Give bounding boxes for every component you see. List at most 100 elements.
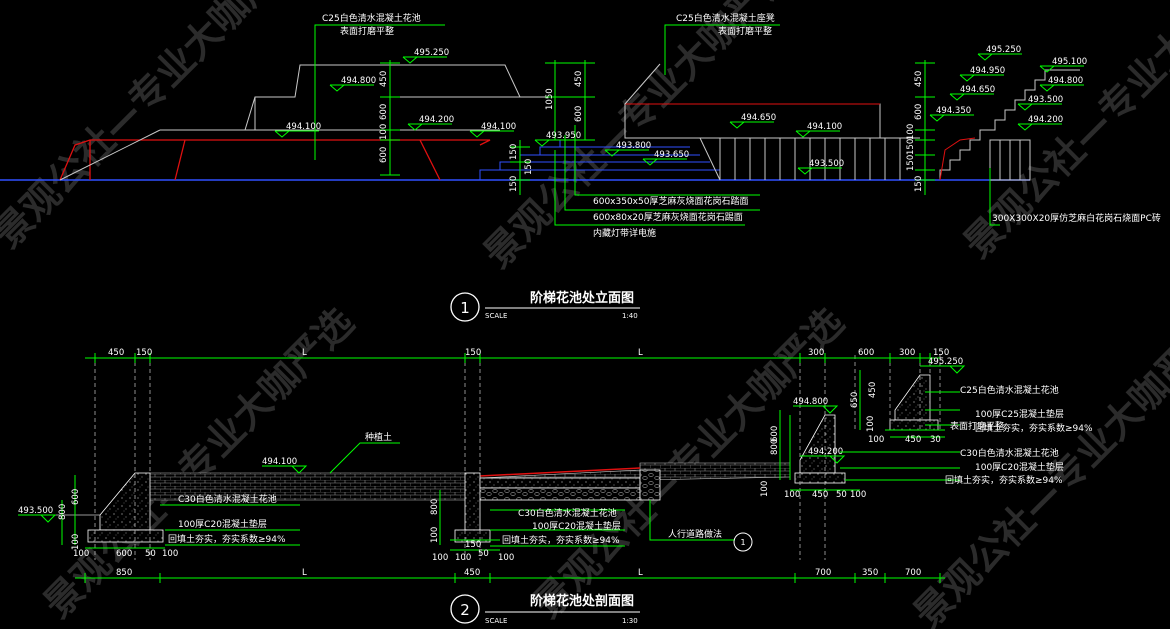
note-soil: 种植土	[365, 431, 392, 443]
section-leaders	[160, 391, 960, 547]
local-dim-label: 800	[430, 499, 440, 515]
note-mid-fill: 回填土夯实，夯实系数≥94%	[502, 534, 620, 546]
level-label: 495.250	[986, 45, 1021, 55]
road-detail-ref-circle	[733, 532, 753, 552]
dim-label: 150	[906, 155, 916, 171]
level-label: 494.650	[741, 113, 776, 123]
note-mid-cushion: 100厚C20混凝土垫层	[532, 520, 621, 532]
watermark-1: 景观公社—专业大咖严选	[0, 0, 312, 256]
note-paving-3: 内藏灯带详电施	[593, 227, 656, 239]
local-dim-label: 100	[784, 490, 800, 500]
note-r1-cushion: 100厚C25混凝土垫层	[975, 408, 1064, 420]
elevation-scale-label: SCALE	[485, 312, 507, 320]
local-dim-label: 800	[770, 439, 780, 455]
dim-label: 100	[906, 124, 916, 140]
section-top-dims	[85, 353, 940, 363]
watermark-4: 景观公社—专业大咖严选	[35, 300, 362, 627]
section-level-label: 494.800	[793, 397, 828, 407]
section-level-label: 493.500	[18, 506, 53, 516]
mid-planter-cushion	[454, 529, 491, 543]
section-level-label: 494.200	[808, 447, 843, 457]
note-right-paving: 300X300X20厚仿芝麻白花岗石烧面PC砖	[992, 212, 1161, 224]
note-pool-top: C25白色清水混凝土花池	[322, 12, 421, 24]
section-scale-label: SCALE	[485, 617, 507, 625]
local-dim-label: 100	[71, 534, 81, 550]
section-title: 阶梯花池处剖面图	[530, 593, 634, 609]
road-layer-2	[479, 487, 641, 501]
top-dim-label: L	[638, 348, 643, 358]
note-pool-top-sub: 表面打磨平整	[340, 25, 394, 37]
dim-label: 600	[379, 104, 389, 120]
top-dim-label: 600	[858, 348, 874, 358]
level-label: 493.650	[654, 150, 689, 160]
level-label: 494.100	[807, 122, 842, 132]
left-planter-cushion	[87, 529, 164, 543]
note-bench: C25白色清水混凝土座凳	[676, 12, 775, 24]
bench-back-line	[624, 63, 661, 105]
local-dim-label: 100	[455, 553, 471, 563]
level-label: 495.250	[414, 48, 449, 58]
level-label: 494.650	[960, 85, 995, 95]
elevation-dims	[314, 24, 1000, 226]
section-bottom-dims	[75, 573, 945, 583]
bottom-dim-label: L	[302, 568, 307, 578]
mid-planter-wall	[464, 472, 481, 531]
right-planter-low-wall	[799, 414, 836, 474]
elevation-number-circle	[450, 292, 480, 322]
elevation-scale-value: 1:40	[622, 312, 638, 320]
bottom-dim-label: 700	[905, 568, 921, 578]
left-planter-wall	[99, 472, 151, 531]
section-level-label: 494.100	[262, 457, 297, 467]
section-scale-value: 1:30	[622, 617, 638, 625]
section-local-dims	[61, 370, 945, 551]
top-dim-label: 300	[899, 348, 915, 358]
bottom-dim-label: 450	[464, 568, 480, 578]
note-left-cushion: 100厚C20混凝土垫层	[178, 518, 267, 530]
section-number: 2	[460, 601, 470, 619]
watermark-3: 景观公社—专业大咖严选	[955, 0, 1170, 266]
elevation-view: 495.250 494.800 494.200 494.100 494.100 …	[0, 12, 1161, 322]
road-edge	[639, 469, 661, 501]
dim-label: 600	[379, 147, 389, 163]
planter-slope	[59, 129, 161, 181]
dim-label: 600	[914, 104, 924, 120]
note-r2-fill: 回填土夯实，夯实系数≥94%	[945, 474, 1063, 486]
red-edge-2	[174, 139, 186, 181]
local-dim-label: 450	[868, 382, 878, 398]
elevation-title: 阶梯花池处立面图	[530, 290, 634, 306]
local-dim-label: 650	[850, 392, 860, 408]
dim-label: 450	[379, 71, 389, 87]
dim-label: 1050	[545, 88, 555, 110]
local-dim-label: 100	[850, 490, 866, 500]
soil-red-line	[479, 467, 641, 477]
note-r2-cushion: 100厚C20混凝土垫层	[975, 461, 1064, 473]
local-dim-label: 50	[836, 490, 847, 500]
level-label: 494.100	[481, 122, 516, 132]
level-label: 494.950	[970, 66, 1005, 76]
local-dim-label: 100	[430, 527, 440, 543]
note-bench-sub: 表面打磨平整	[718, 25, 772, 37]
dim-label: 150	[524, 159, 534, 175]
local-dim-label: 100	[73, 549, 89, 559]
local-dim-label: 100	[868, 435, 884, 445]
local-dim-label: 150	[465, 540, 481, 550]
dim-label: 150	[509, 176, 519, 192]
dim-label: 100	[379, 124, 389, 140]
level-label: 495.100	[1052, 57, 1087, 67]
level-label: 493.950	[546, 131, 581, 141]
level-label: 494.100	[286, 122, 321, 132]
bottom-dim-label: L	[638, 568, 643, 578]
level-label: 493.500	[1028, 95, 1063, 105]
local-dim-label: 450	[905, 435, 921, 445]
dim-label: 150	[914, 176, 924, 192]
top-dim-label: 300	[808, 348, 824, 358]
section-centerlines	[94, 355, 941, 560]
local-dim-label: 600	[71, 489, 81, 505]
note-left-fill: 回填土夯实，夯实系数≥94%	[168, 533, 286, 545]
note-paving-1: 600x350x50厚芝麻灰烧面花岗石踏面	[593, 195, 748, 207]
elevation-number: 1	[460, 299, 470, 317]
local-dim-label: 100	[760, 481, 770, 497]
local-dim-label: 100	[866, 416, 876, 432]
local-dim-label: 450	[812, 490, 828, 500]
